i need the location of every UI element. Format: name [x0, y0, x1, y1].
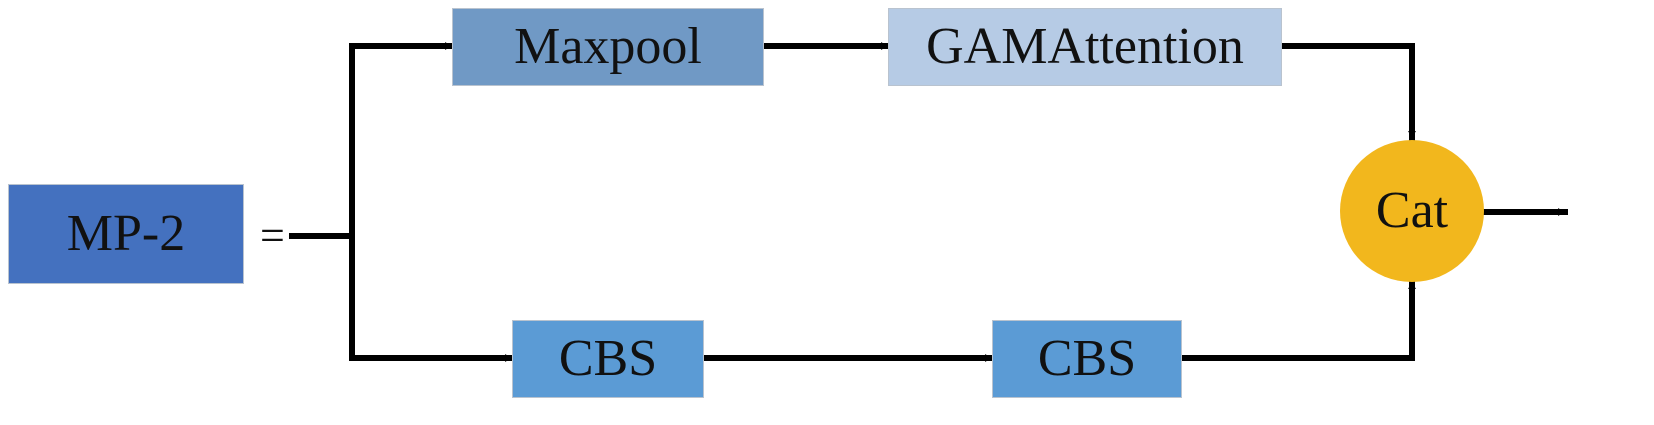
- cbs-block-first: CBS: [512, 320, 704, 398]
- arrow-gam-to-cat: [1279, 43, 1416, 141]
- cbs-block-second: CBS: [992, 320, 1182, 398]
- equals-sign: =: [260, 211, 285, 260]
- cbs-label-second: CBS: [1037, 330, 1137, 387]
- gamattention-block: GAMAttention: [888, 8, 1282, 86]
- cat-node: Cat: [1340, 140, 1484, 282]
- gamattention-label: GAMAttention: [926, 18, 1244, 75]
- cat-label: Cat: [1375, 182, 1449, 239]
- maxpool-block: Maxpool: [452, 8, 764, 86]
- cbs-label-first: CBS: [558, 330, 658, 387]
- mp2-label: MP-2: [66, 205, 186, 262]
- arrow-cbs-to-cat: [1179, 279, 1416, 361]
- mp2-block: MP-2: [8, 184, 244, 284]
- maxpool-label: Maxpool: [514, 18, 702, 75]
